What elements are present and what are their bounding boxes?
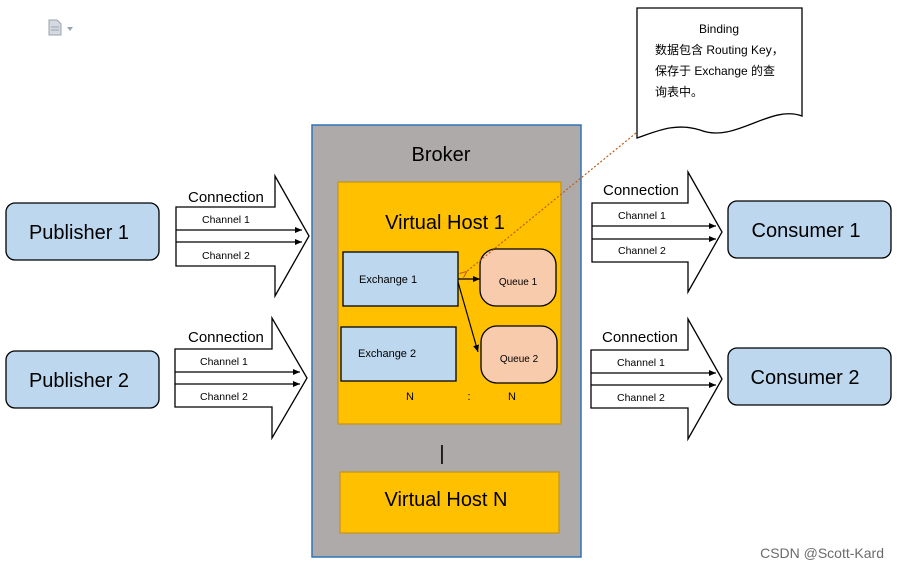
note-line-1: 数据包含 Routing Key， — [655, 42, 784, 57]
vhost-separator: | — [439, 443, 444, 465]
note-line-2: 保存于 Exchange 的查 — [655, 63, 775, 78]
publisher-2-channel-2: Channel 2 — [200, 391, 248, 403]
publisher-2[interactable] — [5, 350, 160, 409]
exchange-2-label: Exchange 2 — [358, 348, 416, 360]
consumer-2-channel-1: Channel 1 — [617, 357, 665, 369]
queue-2[interactable] — [480, 325, 558, 384]
consumer-1-channel-1: Channel 1 — [618, 210, 666, 222]
publisher-2-connection: Connection Channel 1 Channel 2 — [174, 315, 308, 441]
exchange-1[interactable] — [342, 251, 459, 307]
exchange-2[interactable] — [340, 326, 457, 382]
consumer-2[interactable] — [727, 347, 892, 406]
watermark: CSDN @Scott-Kard — [760, 545, 884, 561]
n-left: N — [406, 391, 414, 403]
consumer-2-connection: Connection Channel 1 Channel 2 — [590, 316, 723, 442]
queue-1-label: Queue 1 — [499, 277, 538, 288]
chevron-down-icon[interactable] — [67, 27, 73, 31]
consumer-2-connection-label: Connection — [602, 329, 678, 346]
publisher-1-channel-2: Channel 2 — [202, 250, 250, 262]
consumer-1-channel-2: Channel 2 — [618, 245, 666, 257]
publisher-1-connection-label: Connection — [188, 189, 264, 206]
publisher-1-connection: Connection Channel 1 Channel 2 — [175, 173, 310, 299]
n-colon: : — [467, 391, 470, 403]
consumer-1-label: Consumer 1 — [752, 220, 861, 242]
consumer-2-label: Consumer 2 — [751, 367, 860, 389]
virtual-host-n — [339, 471, 560, 534]
binding-note: Binding 数据包含 Routing Key， 保存于 Exchange 的… — [636, 7, 803, 139]
exchange-1-label: Exchange 1 — [359, 274, 417, 286]
publisher-2-label: Publisher 2 — [29, 370, 129, 392]
consumer-1-connection: Connection Channel 1 Channel 2 — [591, 169, 723, 295]
broker-label: Broker — [412, 144, 471, 166]
publisher-2-connection-label: Connection — [188, 329, 264, 346]
publisher-2-channel-1: Channel 1 — [200, 356, 248, 368]
consumer-2-channel-2: Channel 2 — [617, 392, 665, 404]
n-right: N — [508, 391, 516, 403]
document-icon[interactable] — [48, 19, 73, 36]
note-line-3: 询表中。 — [655, 84, 703, 99]
queue-1[interactable] — [479, 248, 557, 307]
note-title: Binding — [699, 22, 739, 36]
publisher-1[interactable] — [5, 202, 160, 261]
queue-2-label: Queue 2 — [500, 354, 539, 365]
route-exchange1-queue2 — [457, 281, 479, 353]
binding-pointer — [466, 132, 637, 272]
consumer-1[interactable] — [727, 200, 892, 259]
publisher-1-label: Publisher 1 — [29, 222, 129, 244]
virtual-host-1-label: Virtual Host 1 — [385, 212, 505, 234]
consumer-1-connection-label: Connection — [603, 182, 679, 199]
virtual-host-n-label: Virtual Host N — [384, 489, 507, 511]
publisher-1-channel-1: Channel 1 — [202, 214, 250, 226]
